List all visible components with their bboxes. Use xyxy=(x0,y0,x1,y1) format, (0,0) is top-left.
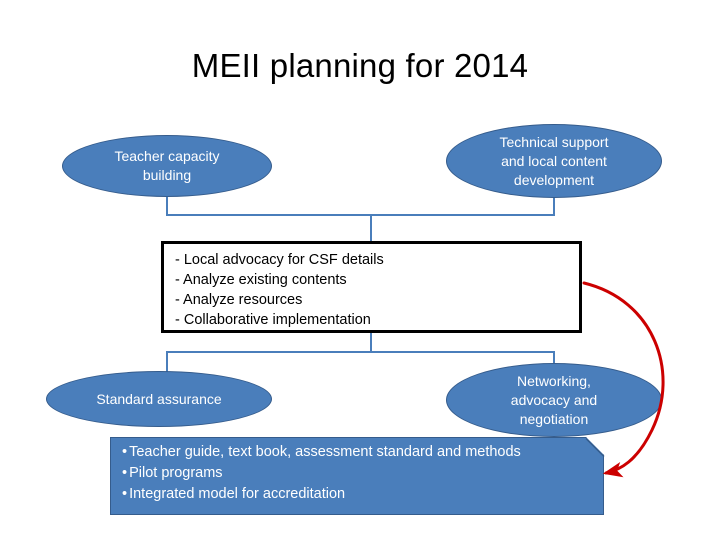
ellipse-networking-advocacy[interactable]: Networking, advocacy and negotiation xyxy=(446,363,662,437)
bottom-box-item-1: •Teacher guide, text book, assessment st… xyxy=(122,442,592,463)
middle-box-line-4: - Collaborative implementation xyxy=(175,312,371,328)
bottom-outcomes-box-text: •Teacher guide, text book, assessment st… xyxy=(122,442,592,505)
ellipse-technical-support[interactable]: Technical support and local content deve… xyxy=(446,124,662,198)
middle-box-line-3: - Analyze resources xyxy=(175,292,303,308)
bottom-box-item-3: •Integrated model for accreditation xyxy=(122,484,592,505)
page-title: MEII planning for 2014 xyxy=(191,47,529,84)
ellipse-standard-assurance[interactable]: Standard assurance xyxy=(46,371,272,427)
ellipse-technical-support-label: Technical support and local content deve… xyxy=(499,133,609,188)
ellipse-teacher-capacity-building-label: Teacher capacity building xyxy=(114,148,220,183)
bottom-outcomes-box[interactable]: •Teacher guide, text book, assessment st… xyxy=(110,437,605,515)
middle-box-line-1: - Local advocacy for CSF details xyxy=(175,252,384,268)
bottom-box-item-2-label: Pilot programs xyxy=(129,465,223,481)
bottom-box-item-2: •Pilot programs xyxy=(122,463,592,484)
connector-top-bracket xyxy=(166,196,555,241)
bullet-glyph-1: • xyxy=(122,444,128,460)
middle-box-line-2: - Analyze existing contents xyxy=(175,272,347,288)
bottom-outcomes-box-shape xyxy=(110,437,604,515)
bottom-box-item-1-label: Teacher guide, text book, assessment sta… xyxy=(129,444,521,460)
ellipse-networking-advocacy-label: Networking, advocacy and negotiation xyxy=(510,372,598,427)
middle-details-box[interactable]: - Local advocacy for CSF details - Analy… xyxy=(161,241,582,333)
bullet-glyph-3: • xyxy=(122,486,128,502)
bottom-box-item-3-label: Integrated model for accreditation xyxy=(129,486,346,502)
ellipse-standard-assurance-label: Standard assurance xyxy=(96,390,222,407)
bullet-glyph-2: • xyxy=(122,465,128,481)
ellipse-teacher-capacity-building[interactable]: Teacher capacity building xyxy=(62,135,272,197)
